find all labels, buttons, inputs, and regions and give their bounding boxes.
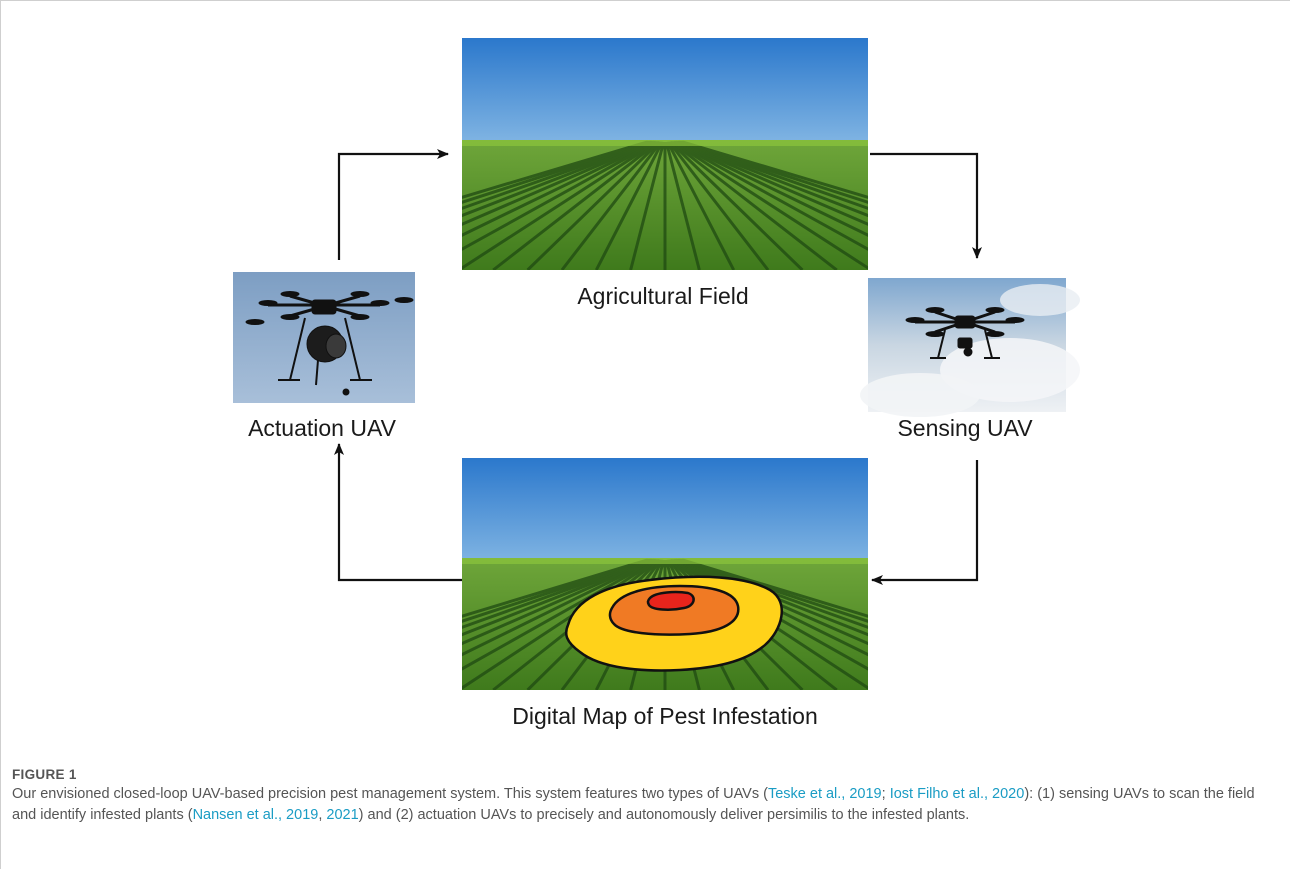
crop-row xyxy=(462,558,652,637)
sensing-drone-icon xyxy=(905,307,1025,359)
crop-row xyxy=(462,140,649,204)
crop-row xyxy=(462,140,654,226)
crop-row xyxy=(675,140,868,237)
citation-teske-2019[interactable]: Teske et al., 2019 xyxy=(767,786,882,802)
actuation-drone-icon xyxy=(245,291,414,396)
crop-row xyxy=(462,558,651,629)
caption-text-1: Our envisioned closed-loop UAV-based pre… xyxy=(12,786,768,802)
crop-row xyxy=(682,558,868,618)
arrow-sensing-to-map xyxy=(871,460,979,585)
caption-text-3: ): (1) sensing UAVs to scan the field an… xyxy=(12,786,1255,823)
crop-row xyxy=(462,558,658,690)
agricultural-field-photo xyxy=(462,38,868,270)
label-sensing-uav: Sensing UAV xyxy=(897,415,1033,441)
actuation-uav-photo xyxy=(233,272,415,403)
pest-management-cycle-diagram: Agricultural Field Actuation UAV Sensing… xyxy=(233,38,1080,729)
arrow-field-to-sensing xyxy=(870,152,982,259)
crop-row xyxy=(462,140,652,218)
arrow-actuation-to-field xyxy=(337,149,449,260)
crop-row xyxy=(462,558,654,646)
label-digital-map: Digital Map of Pest Infestation xyxy=(512,703,818,729)
crop-row xyxy=(462,140,657,251)
caption-text-2: ; xyxy=(881,786,890,802)
crop-row xyxy=(462,558,655,657)
crop-row xyxy=(560,141,663,270)
caption-text-4: , xyxy=(318,807,327,823)
crop-row xyxy=(672,140,868,270)
sensing-uav-photo xyxy=(860,278,1080,417)
citation-nansen-2021[interactable]: 2021 xyxy=(326,807,359,823)
crop-row xyxy=(492,140,660,270)
crop-row xyxy=(462,558,648,618)
crop-row xyxy=(629,141,666,270)
crop-row xyxy=(462,140,648,199)
crop-row xyxy=(673,140,868,251)
crop-row xyxy=(462,140,655,237)
crop-row xyxy=(682,140,868,199)
crop-row xyxy=(679,140,868,210)
cycle-arrows xyxy=(334,149,982,585)
citation-iost-filho-2020[interactable]: Iost Filho et al., 2020 xyxy=(889,786,1025,802)
crop-row xyxy=(664,141,701,270)
crop-row xyxy=(670,140,838,270)
figure-caption: Our envisioned closed-loop UAV-based pre… xyxy=(12,784,1274,826)
infestation-zone-inner xyxy=(646,590,695,611)
crop-row xyxy=(676,140,868,226)
crop-row xyxy=(666,141,736,270)
figure-label: FIGURE 1 xyxy=(12,767,77,782)
crop-row xyxy=(667,141,770,270)
label-actuation-uav: Actuation UAV xyxy=(248,415,397,441)
pest-infestation-map-photo xyxy=(462,458,868,690)
crop-row xyxy=(462,558,657,671)
crop-row xyxy=(462,140,658,270)
citation-nansen-2019[interactable]: Nansen et al., 2019 xyxy=(192,807,319,823)
crop-row xyxy=(681,140,868,204)
crop-row xyxy=(526,140,661,270)
caption-text-5: ) and (2) actuation UAVs to precisely an… xyxy=(358,807,970,823)
arrow-map-to-actuation xyxy=(334,443,462,582)
crop-row xyxy=(669,140,804,270)
label-agricultural-field: Agricultural Field xyxy=(577,283,748,309)
crop-row xyxy=(462,558,649,623)
crop-row xyxy=(594,141,664,270)
crop-row xyxy=(462,140,651,210)
crop-row xyxy=(678,140,868,218)
